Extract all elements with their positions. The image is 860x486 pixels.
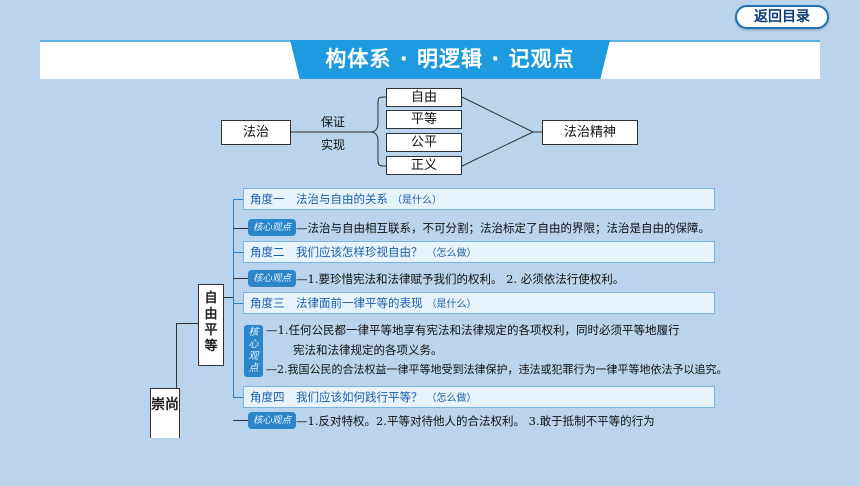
angle-two-title: 角度二 我们应该怎样珍视自由？	[250, 245, 423, 259]
tree-root-line	[176, 323, 198, 324]
root-node-partial: 崇尚	[150, 388, 180, 438]
angle-four-title: 角度四 我们应该如何践行平等？	[250, 390, 423, 404]
angle-four-hint: （怎么做）	[426, 393, 477, 404]
core-point-text-4: —2.我国公民的合法权益一律平等地受到法律保护，违法或犯罪行为一律平等地依法予以…	[266, 363, 728, 376]
connector-label-guarantee: 保证	[321, 115, 346, 129]
angle-one-row: 角度一 法治与自由的关系 （是什么）	[243, 188, 715, 210]
tree-branch-line	[233, 278, 248, 279]
angle-three-row: 角度三 法律面前一律平等的表现（是什么）	[243, 292, 715, 314]
core-point-text-3: —1.任何公民都一律平等地享有宪法和法律规定的各项权利，同时必须平等地履行	[266, 323, 680, 337]
core-point-text-1: —法治与自由相互联系，不可分割；法治标定了自由的界限；法治是自由的保障。	[296, 221, 710, 235]
tree-root-line	[176, 323, 177, 388]
page-title: 构体系 · 明逻辑 · 记观点	[290, 40, 610, 79]
tree-branch-line	[224, 297, 233, 298]
core-point-text-2: —1.要珍惜宪法和法律赋予我们的权利。 2. 必须依法行使权利。	[296, 272, 625, 286]
tree-branch-line	[233, 252, 243, 253]
core-point-text-3b: 宪法和法律规定的各项义务。	[293, 343, 443, 357]
diagram-spirit-of-law-box: 法治精神	[542, 120, 638, 145]
value-box-justice: 正义	[386, 156, 462, 175]
value-box-equality: 平等	[386, 110, 462, 129]
tree-branch-line	[233, 228, 248, 229]
core-point-badge-vertical: 核心观点	[244, 325, 263, 377]
tree-branch-line	[233, 420, 248, 421]
angle-one-title: 角度一 法治与自由的关系	[250, 192, 388, 206]
angle-one-hint: （是什么）	[392, 195, 442, 206]
angle-two-row: 角度二 我们应该怎样珍视自由？（怎么做）	[243, 241, 715, 263]
tree-branch-line	[233, 199, 243, 200]
angle-four-row: 角度四 我们应该如何践行平等？（怎么做）	[243, 386, 715, 408]
core-point-badge: 核心观点	[248, 219, 296, 236]
value-box-freedom: 自由	[386, 88, 462, 107]
diagram-rule-of-law-box: 法治	[221, 120, 291, 145]
back-to-contents-button[interactable]: 返回目录	[735, 5, 829, 29]
angle-three-title: 角度三 法律面前一律平等的表现	[250, 296, 423, 310]
angle-two-hint: （怎么做）	[426, 248, 477, 259]
core-point-text-5: —1.反对特权。2.平等对待他人的合法权利。 3.敢于抵制不平等的行为	[296, 414, 655, 428]
value-box-fairness: 公平	[386, 133, 462, 152]
core-point-badge: 核心观点	[248, 270, 296, 287]
core-point-badge: 核心观点	[248, 412, 296, 429]
connector-label-realize: 实现	[321, 138, 346, 152]
branch-freedom-equality: 自由平等	[198, 284, 224, 366]
tree-branch-line	[233, 303, 243, 304]
angle-three-hint: （是什么）	[426, 299, 477, 310]
tree-trunk-line	[233, 199, 234, 398]
tree-branch-line	[233, 397, 243, 398]
